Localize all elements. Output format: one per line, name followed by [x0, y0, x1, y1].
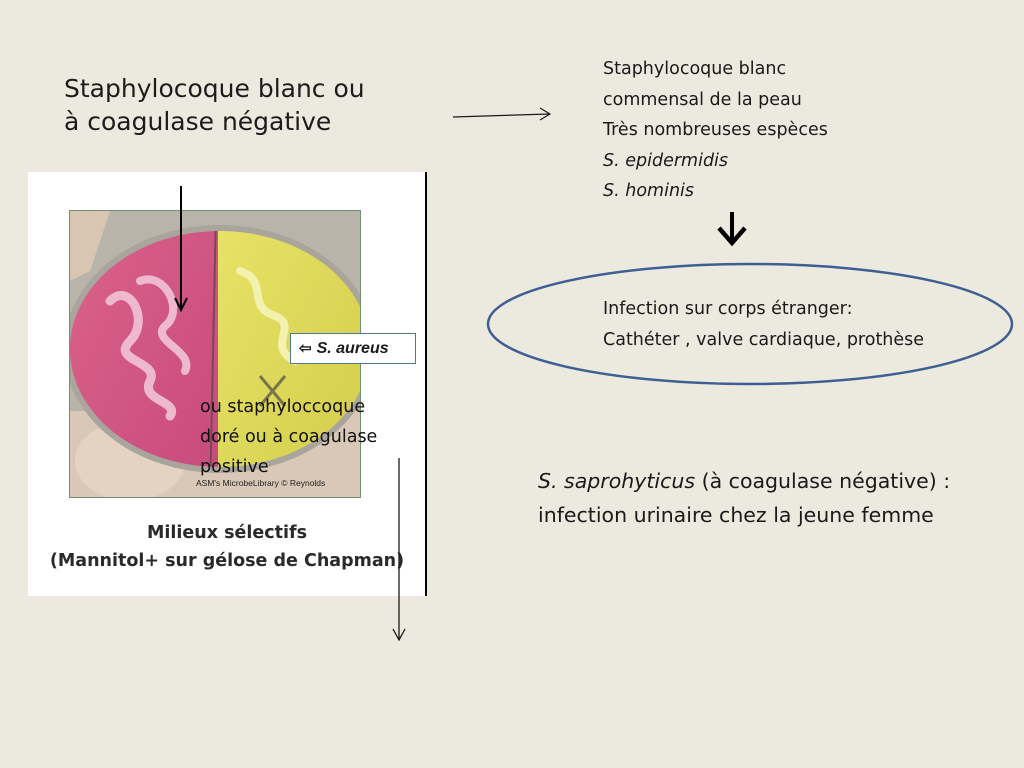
down-arrow-bottom-icon [392, 458, 406, 642]
saprophyticus-line-2: infection urinaire chez la jeune femme [538, 503, 934, 527]
saprophyticus-qualifier: (à coagulase négative) : [695, 469, 951, 493]
species-hominis: S. hominis [603, 181, 695, 201]
aureus-alt-line-3: positive [200, 457, 269, 477]
aureus-alt-line-2: doré ou à coagulase [200, 427, 378, 447]
species-epidermidis: S. epidermidis [603, 150, 729, 171]
down-arrow-photo-icon [174, 186, 188, 313]
saprophyticus-line-1: S. saprohyticus (à coagulase négative) : [538, 464, 950, 498]
petri-dish-image: ⇦S. aureus ASM's MicrobeLibrary © Reynol… [28, 172, 426, 596]
commensal-description: Staphylocoque blanc commensal de la peau… [603, 54, 828, 207]
down-arrow-icon [717, 212, 747, 247]
saprophyticus-note: S. saprohyticus (à coagulase négative) :… [538, 464, 950, 532]
caption-line-1: Milieux sélectifs [146, 523, 308, 543]
slide-title: Staphylocoque blanc ou à coagulase négat… [64, 72, 424, 138]
aureus-alternative-text: ou staphyloccoque doré ou à coagulase po… [200, 392, 377, 482]
title-line-2: à coagulase négative [64, 107, 332, 136]
description-line: commensal de la peau [603, 89, 802, 110]
pointer-arrow-icon: ⇦ [299, 340, 312, 357]
caption-line-2: (Mannitol+ sur gélose de Chapman) [49, 551, 405, 571]
image-credit: ASM's MicrobeLibrary © Reynolds [196, 478, 326, 488]
infection-description: Infection sur corps étranger: Cathéter ,… [603, 294, 924, 356]
right-arrow-icon [452, 107, 552, 121]
infection-ellipse [486, 262, 1014, 386]
title-line-1: Staphylocoque blanc ou [64, 74, 365, 103]
description-line: Staphylocoque blanc [603, 59, 787, 79]
species-saprophyticus: S. saprohyticus [538, 469, 696, 493]
aureus-alt-line-1: ou staphyloccoque [200, 397, 366, 417]
infection-line-2: Cathéter , valve cardiaque, prothèse [603, 330, 925, 350]
image-caption: Milieux sélectifs (Mannitol+ sur gélose … [28, 519, 426, 575]
s-aureus-label: ⇦S. aureus [290, 333, 416, 364]
infection-line-1: Infection sur corps étranger: [603, 299, 853, 319]
description-line: Très nombreuses espèces [603, 120, 828, 140]
